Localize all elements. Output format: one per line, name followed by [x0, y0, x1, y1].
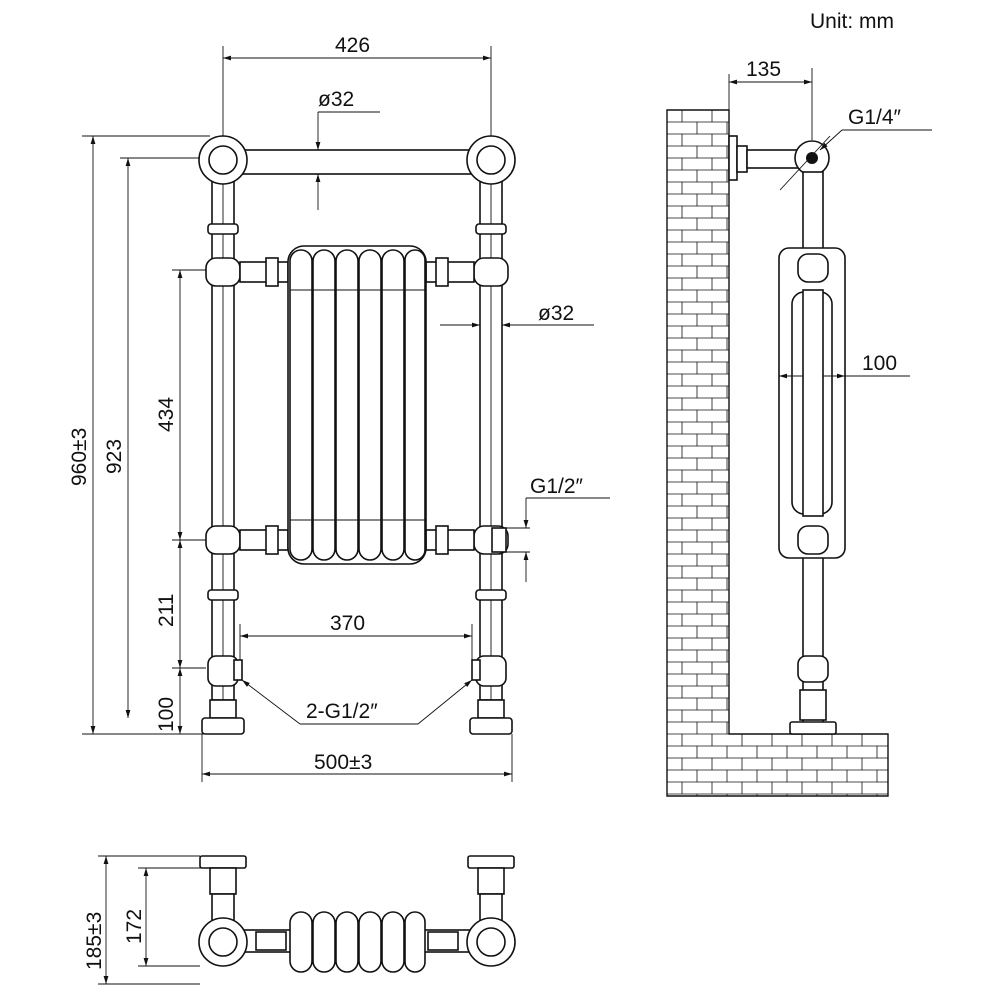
upper-right-connector — [425, 261, 475, 283]
dim-lower-rail: 211 — [155, 594, 178, 627]
label-valve: G1/2″ — [530, 475, 584, 498]
plan-right-plate — [467, 855, 515, 869]
plan-left-plate — [199, 855, 247, 869]
dim-rad-height: 434 — [155, 397, 178, 432]
left-foot-stem — [209, 699, 237, 719]
side-view: 135 G1/4″ 100 — [666, 58, 932, 797]
dim-depth-overall: 185±3 — [83, 912, 106, 970]
dim-height-inner: 923 — [103, 439, 126, 474]
valve-body — [491, 527, 507, 553]
front-view: 426 ø32 ø32 960±3 923 434 211 100 — [68, 34, 610, 782]
dim-depth-inner: 172 — [123, 909, 146, 944]
left-floor-plate — [201, 717, 245, 735]
lower-left-tee — [205, 525, 241, 555]
dim-foot-height: 100 — [155, 697, 178, 732]
lower-left-connector — [239, 529, 289, 551]
label-inlets: 2-G1/2″ — [306, 700, 378, 723]
dim-width-overall: 500±3 — [314, 751, 372, 774]
top-rail — [229, 149, 491, 175]
dim-width-top: 426 — [335, 34, 370, 57]
dim-depth: 100 — [862, 352, 897, 375]
label-air-vent: G1/4″ — [848, 106, 902, 129]
upper-left-tee — [205, 257, 241, 287]
right-foot-stem — [477, 699, 505, 719]
dim-rail-dia-top: ø32 — [318, 88, 354, 111]
lower-right-connector — [425, 529, 475, 551]
upper-left-connector — [239, 261, 289, 283]
right-floor-plate — [469, 717, 513, 735]
unit-label: Unit: mm — [810, 10, 894, 33]
plan-view: 185±3 172 — [83, 855, 516, 985]
dim-inlet-spacing: 370 — [330, 612, 365, 635]
plan-radiator — [289, 911, 426, 973]
wall-and-floor — [666, 109, 889, 797]
dim-projection: 135 — [746, 58, 781, 81]
dim-rail-dia-side: ø32 — [538, 302, 574, 325]
brick-hatch — [666, 109, 888, 796]
upper-right-tee — [473, 257, 509, 287]
dim-height-overall: 960±3 — [68, 428, 91, 486]
radiator-columns — [287, 245, 427, 565]
